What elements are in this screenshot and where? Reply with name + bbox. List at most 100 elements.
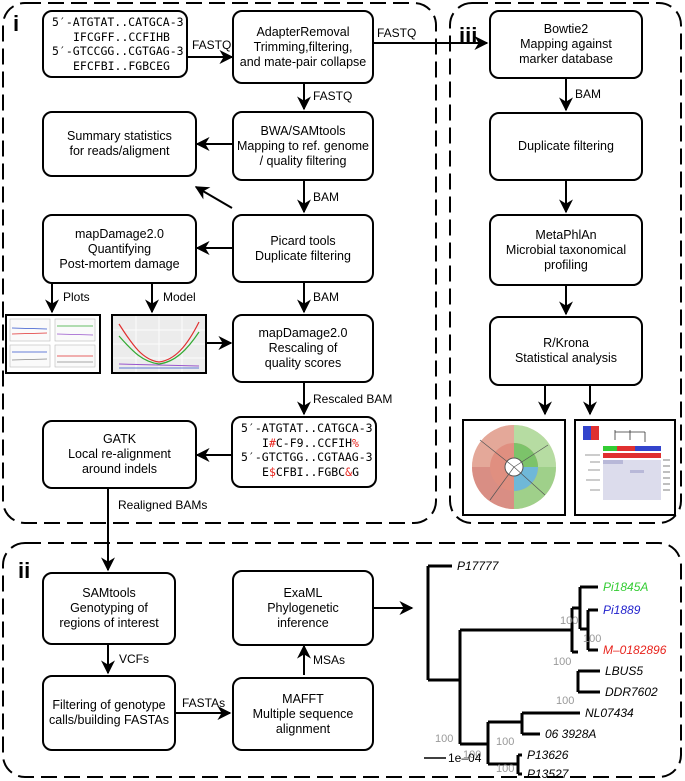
examl-box: ExaML Phylogenetic inference	[232, 570, 374, 646]
arrow-picard-to-summary	[194, 186, 233, 209]
box-title: MetaPhlAn	[535, 227, 597, 242]
bwa-samtools-box: BWA/SAMtools Mapping to ref. genome / qu…	[232, 111, 374, 181]
panel-label-iii: iii	[459, 23, 478, 48]
quality-char: E	[262, 464, 269, 479]
box-line: inference	[277, 615, 329, 630]
box-title: GATK	[102, 432, 137, 446]
bootstrap-value: 100	[553, 656, 571, 668]
damage-plots-thumbnail	[5, 314, 101, 374]
model-graphic	[113, 316, 205, 372]
bootstrap-value: 100	[435, 733, 453, 745]
plots-graphic	[9, 318, 96, 368]
box-line: Statistical analysis	[514, 351, 618, 365]
box-line: marker database	[519, 52, 613, 66]
metaphlan-box: MetaPhlAn Microbial taxonomical profilin…	[489, 214, 643, 286]
box-line: Phylogenetic	[267, 600, 339, 615]
mapdamage-quantifying-box: mapDamage2.0 Quantifying Post-mortem dam…	[42, 214, 197, 284]
tree-leaf: P17777	[457, 559, 500, 573]
mapdamage-rescaling-box: mapDamage2.0 Rescaling of quality scores	[232, 314, 374, 383]
box-title: SAMtools	[82, 586, 136, 600]
box-title: mapDamage2.0	[75, 226, 164, 241]
box-line: quality scores	[264, 356, 342, 370]
arrow-label-msas: MSAs	[313, 653, 346, 667]
raw-sequence-box: 5′-ATGTAT..CATGCA-3′ IFCGFF..CCFIHB 5′-G…	[42, 10, 191, 78]
box-line: Mapping against	[520, 37, 612, 51]
gatk-box: GATK Local re-alignment around indels	[42, 420, 197, 489]
tree-leaf: Pi1889	[603, 603, 641, 617]
quality-line: IFCGFF..CCFIHB	[73, 29, 170, 44]
box-line: regions of interest	[59, 616, 159, 630]
genotype-filtering-box: Filtering of genotype calls/building FAS…	[42, 675, 176, 751]
rescaled-sequence-box: 5′-ATGTAT..CATGCA-3′ I#C-F9..CCFIH% 5′-G…	[231, 416, 380, 488]
arrow-label-bam: BAM	[575, 87, 602, 101]
quality-char-rescaled: &	[345, 464, 353, 479]
summary-statistics-box: Summary statistics for reads/aligment	[42, 111, 197, 177]
bowtie2-box: Bowtie2 Mapping against marker database	[489, 10, 643, 79]
quality-line: E$CFBI..FGBC&G	[241, 465, 375, 480]
arrow-label-rescaled-bam: Rescaled BAM	[313, 392, 393, 406]
box-title: Bowtie2	[543, 22, 589, 36]
quality-char-rescaled: %	[352, 435, 359, 450]
arrow-label-fastas: FASTAs	[182, 696, 226, 710]
arrow-label-fastq: FASTQ	[377, 26, 417, 40]
panel-label-ii: ii	[18, 558, 31, 583]
tree-leaf: Pi1845A	[603, 580, 648, 594]
box-title: MAFFT	[282, 691, 324, 706]
r-krona-box: R/Krona Statistical analysis	[489, 316, 643, 386]
box-title: AdapterRemoval	[256, 24, 350, 39]
box-line: profiling	[544, 257, 588, 272]
bootstrap-value: 100	[496, 763, 514, 775]
quality-char-rescaled: $	[268, 464, 276, 479]
quality-chars: CFBI..FGBC	[275, 464, 346, 479]
arrow-label-plots: Plots	[63, 290, 90, 304]
quality-chars: C-F9..CCFIH	[275, 435, 353, 450]
box-line: Microbial taxonomical	[505, 242, 627, 257]
box-line: Duplicate filtering	[255, 248, 351, 263]
tree-leaf: P13527	[527, 767, 570, 781]
sequence-line: 5′-GTCCGG..CGTGAG-3′	[52, 44, 191, 58]
tree-leaf: P13626	[527, 748, 569, 762]
sequence-line: 5′-ATGTAT..CATGCA-3′	[52, 15, 191, 29]
panel-i-outline	[2, 2, 437, 524]
box-line: around indels	[81, 462, 158, 476]
tree-leaf: NL07434	[585, 706, 634, 720]
panel-iii-outline	[449, 2, 682, 524]
box-line: / quality filtering	[259, 153, 347, 168]
bootstrap-value: 100	[583, 633, 601, 645]
krona-chart-thumbnail	[462, 419, 566, 516]
samtools-genotyping-box: SAMtools Genotyping of regions of intere…	[42, 572, 176, 645]
arrow-label-fastq: FASTQ	[313, 89, 353, 103]
box-line: alignment	[275, 721, 331, 736]
box-title: Filtering of genotype	[52, 698, 166, 712]
damage-model-thumbnail	[111, 314, 207, 374]
box-title: ExaML	[283, 585, 323, 600]
tree-leaf: DDR7602	[605, 685, 658, 699]
sequence-line: 5′-ATGTAT..CATGCA-3′	[241, 421, 380, 435]
box-line: Quantifying	[87, 241, 152, 256]
box-title: Picard tools	[270, 233, 336, 248]
phylogenetic-tree	[426, 564, 600, 776]
bootstrap-value: 100	[560, 615, 578, 627]
tree-leaf: LBUS5	[605, 664, 643, 678]
box-line: calls/building FASTAs	[49, 713, 169, 727]
box-line: Post-mortem damage	[59, 256, 180, 271]
quality-line: EFCFBI..FGBCEG	[73, 58, 170, 73]
box-line: Genotyping of	[70, 601, 148, 615]
box-line: Local re-alignment	[68, 447, 171, 461]
box-line: Mapping to ref. genome	[236, 138, 370, 153]
adapterremoval-box: AdapterRemoval Trimming,filtering, and m…	[232, 10, 374, 84]
duplicate-filtering-box: Duplicate filtering	[489, 112, 643, 181]
arrow-label-model: Model	[163, 290, 196, 304]
quality-char: G	[352, 464, 359, 479]
bootstrap-value: 100	[463, 749, 481, 761]
tree-leaf: M–0182896	[603, 643, 667, 657]
picard-tools-box: Picard tools Duplicate filtering	[232, 214, 374, 283]
box-line: and mate-pair collapse	[239, 54, 367, 69]
sequence-line: 5′-GTCTGG..CGTAAG-3′	[241, 450, 380, 464]
bootstrap-value: 100	[556, 695, 574, 707]
panel-label-i: i	[13, 11, 20, 36]
box-line: Multiple sequence	[252, 706, 354, 721]
box-title: Summary statistics	[67, 129, 172, 143]
